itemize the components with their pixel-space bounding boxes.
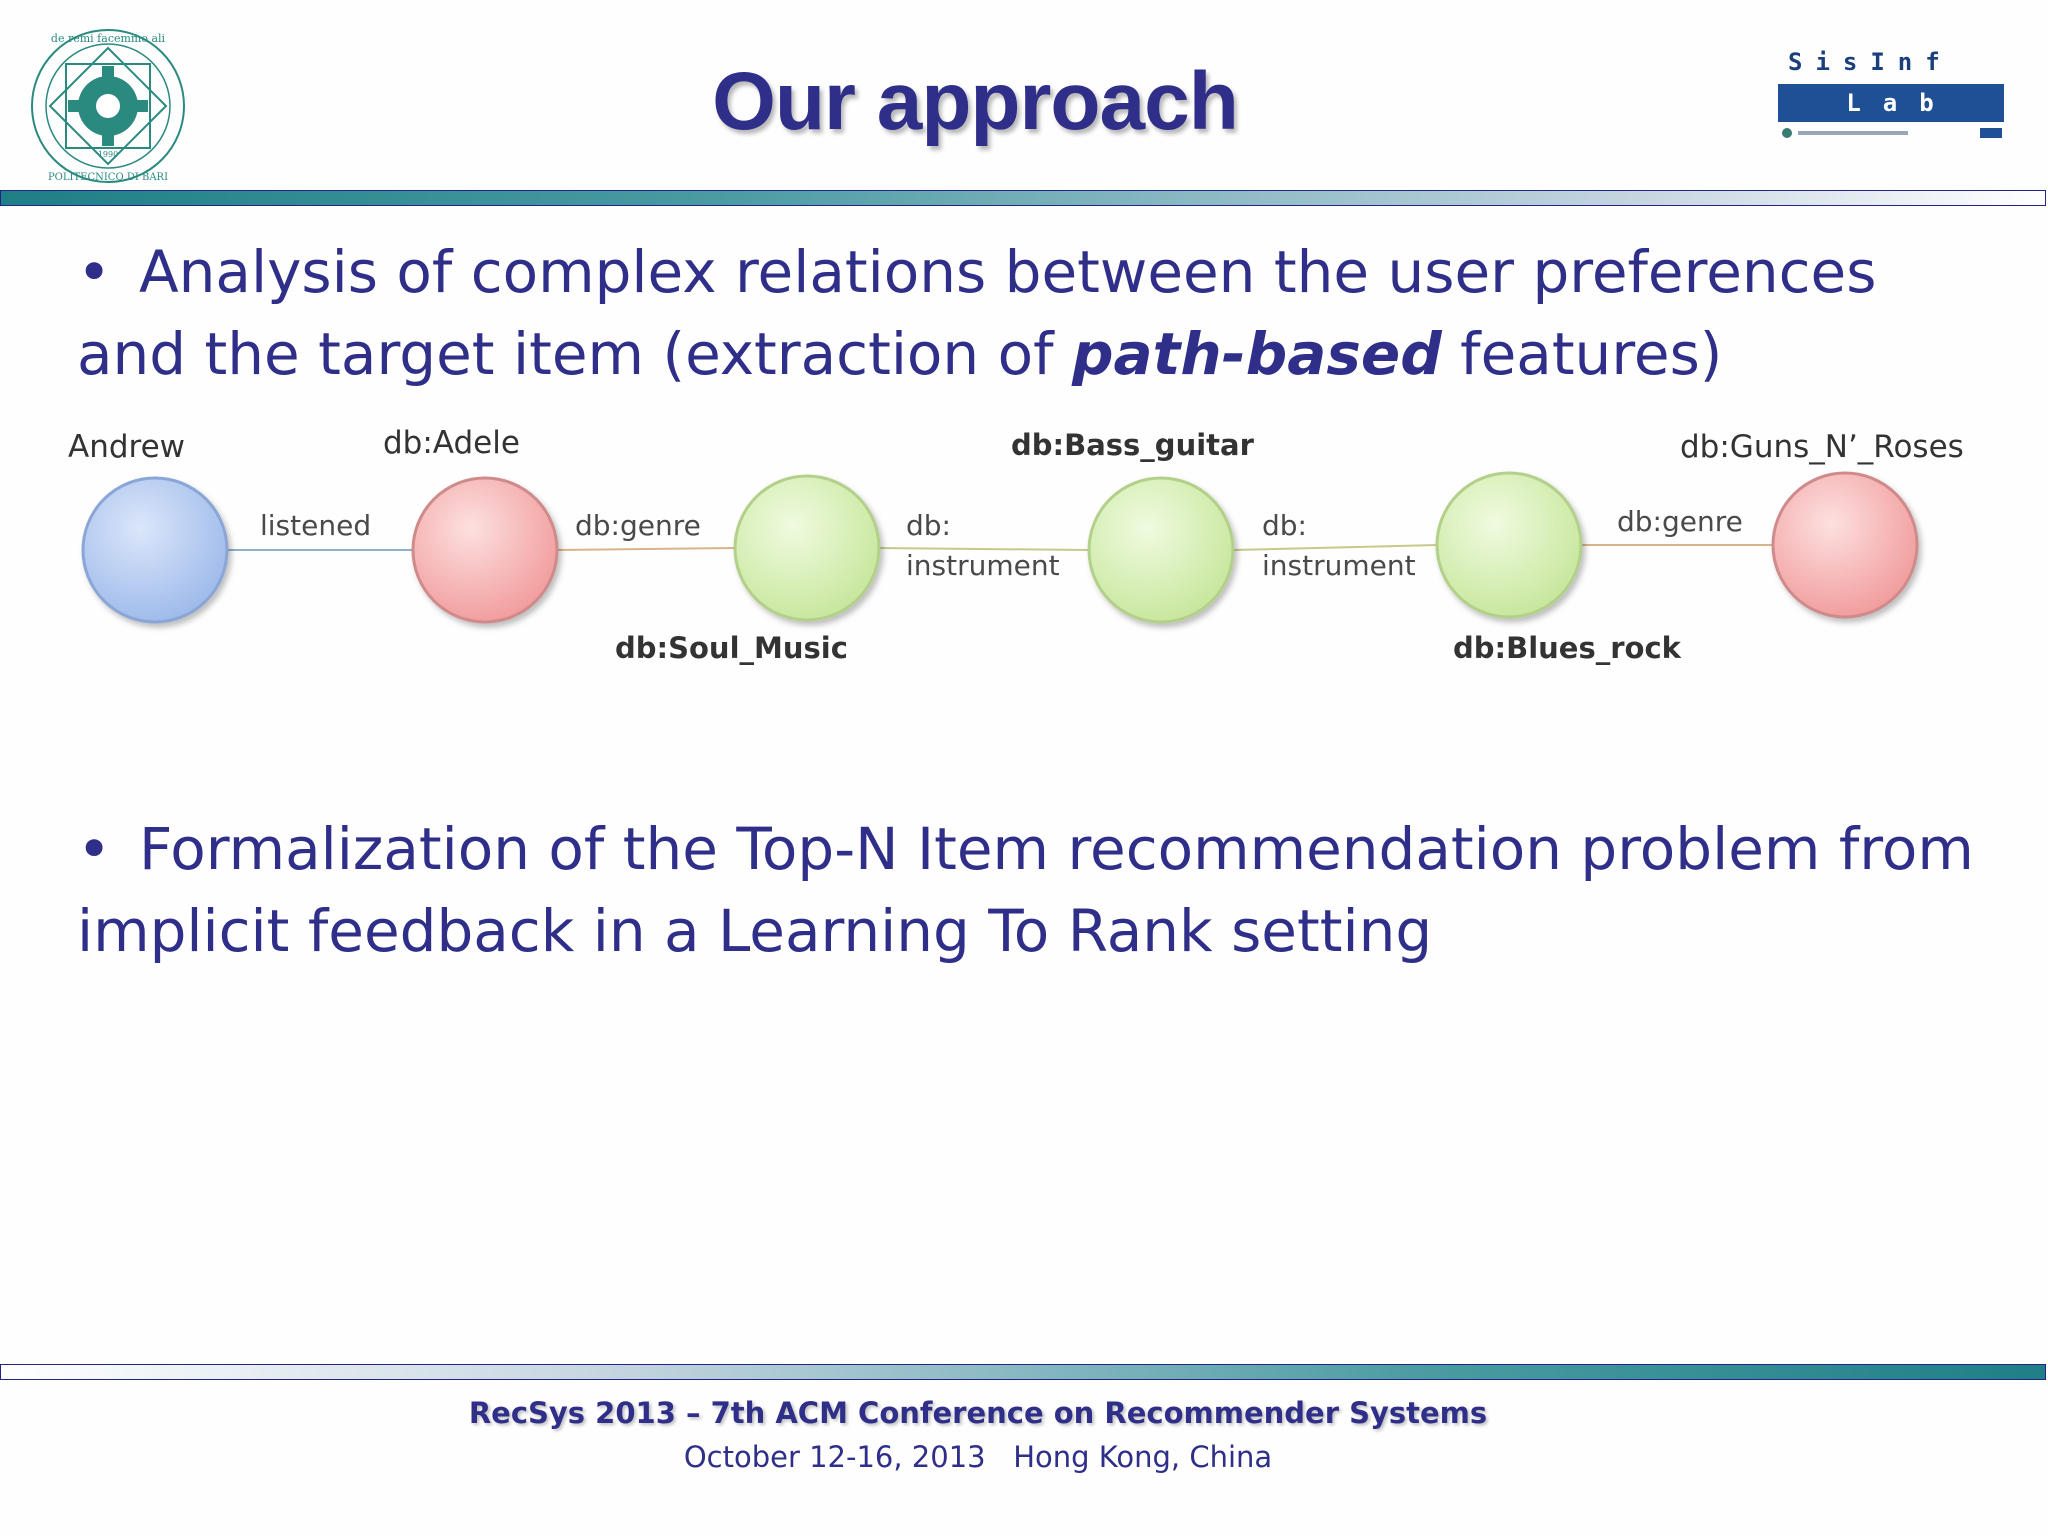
edge-label-genre-2: db:genre — [1617, 505, 1743, 538]
edge-label-genre: db:genre — [575, 509, 701, 542]
label-guns-n-roses: db:Guns_N’_Roses — [1680, 429, 1964, 465]
path-diagram: Andrew db:Adele db:Soul_Music db:Bass_gu… — [68, 425, 1964, 665]
header-divider-band — [0, 190, 2046, 206]
node-blues-rock — [1435, 471, 1583, 619]
edge-instrument-line — [878, 547, 1090, 551]
bullet-formalization: •Formalization of the Top-N Item recomme… — [77, 808, 1977, 972]
label-blues-rock: db:Blues_rock — [1453, 631, 1682, 665]
logo-motto: de remi facemmo ali — [51, 32, 166, 45]
lab-text: Lab — [1778, 84, 2004, 122]
edge-label-instrument-2: db:instrument — [1262, 509, 1416, 582]
label-bass-guitar: db:Bass_guitar — [1011, 428, 1255, 462]
bullet-analysis: •Analysis of complex relations between t… — [77, 231, 1977, 395]
logo-name: POLITECNICO DI BARI — [48, 172, 168, 183]
label-soul-music: db:Soul_Music — [615, 631, 848, 665]
bullet-analysis-emphasis: path-based — [1071, 320, 1442, 388]
edge-label-listened: listened — [260, 509, 371, 542]
node-adele — [411, 476, 559, 624]
sisinf-subtitle-mark — [1782, 128, 2002, 138]
logo-year: 1990 — [98, 150, 118, 159]
bullet-glyph: • — [77, 815, 112, 883]
edge-label-instrument-1: db:instrument — [906, 509, 1060, 582]
node-soul-music — [733, 474, 881, 622]
bullet-glyph: • — [77, 238, 112, 306]
politecnico-logo: de remi facemmo ali POLITECNICO DI BARI … — [28, 26, 188, 186]
bullet-analysis-text: Analysis of complex relations between th… — [77, 238, 1877, 388]
bullet-formalization-text: Formalization of the Top-N Item recommen… — [77, 815, 1974, 965]
bullet-analysis-tail: features) — [1441, 320, 1723, 388]
node-guns-n-roses — [1771, 471, 1919, 619]
footer-divider-band — [0, 1364, 2046, 1380]
node-andrew — [81, 476, 229, 624]
slide-title: Our approach — [712, 56, 1239, 147]
node-bass-guitar — [1087, 476, 1235, 624]
label-adele: db:Adele — [383, 425, 520, 461]
sisinf-lab-logo: SisInf Lab — [1776, 44, 2006, 144]
footer-date-location: October 12-16, 2013 Hong Kong, China — [683, 1440, 1273, 1474]
edge-instrument-line-2 — [1232, 544, 1438, 551]
footer-conference: RecSys 2013 – 7th ACM Conference on Reco… — [468, 1396, 1488, 1430]
label-andrew: Andrew — [68, 429, 185, 465]
sisinf-text: SisInf — [1788, 48, 1953, 76]
edge-genre-line — [556, 547, 736, 551]
